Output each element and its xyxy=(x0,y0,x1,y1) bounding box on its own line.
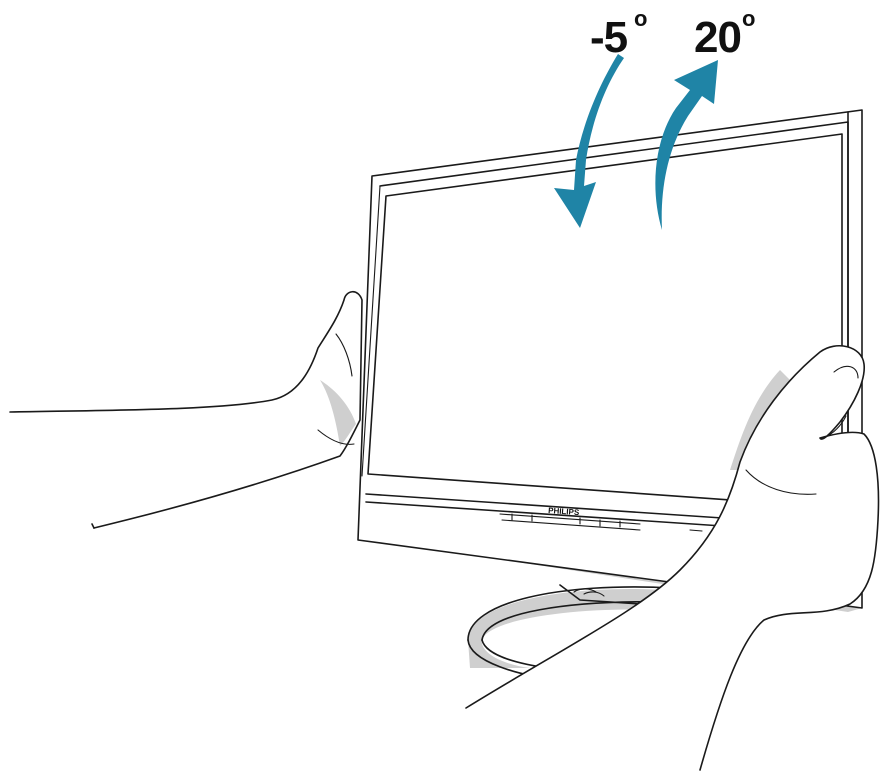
tilt-forward-label: 20 o xyxy=(694,6,755,62)
tilt-back-label: -5 o xyxy=(590,6,647,62)
tilt-forward-arrow-icon xyxy=(655,60,718,230)
left-hand xyxy=(9,290,363,529)
tilt-forward-degree: o xyxy=(742,6,755,31)
tilt-back-arrow-icon xyxy=(554,54,624,228)
tilt-back-value: -5 xyxy=(590,13,628,62)
right-hand xyxy=(465,344,880,771)
brand-logo: PHILIPS xyxy=(548,506,580,517)
tilt-forward-value: 20 xyxy=(694,13,741,62)
tilt-back-degree: o xyxy=(634,6,647,31)
